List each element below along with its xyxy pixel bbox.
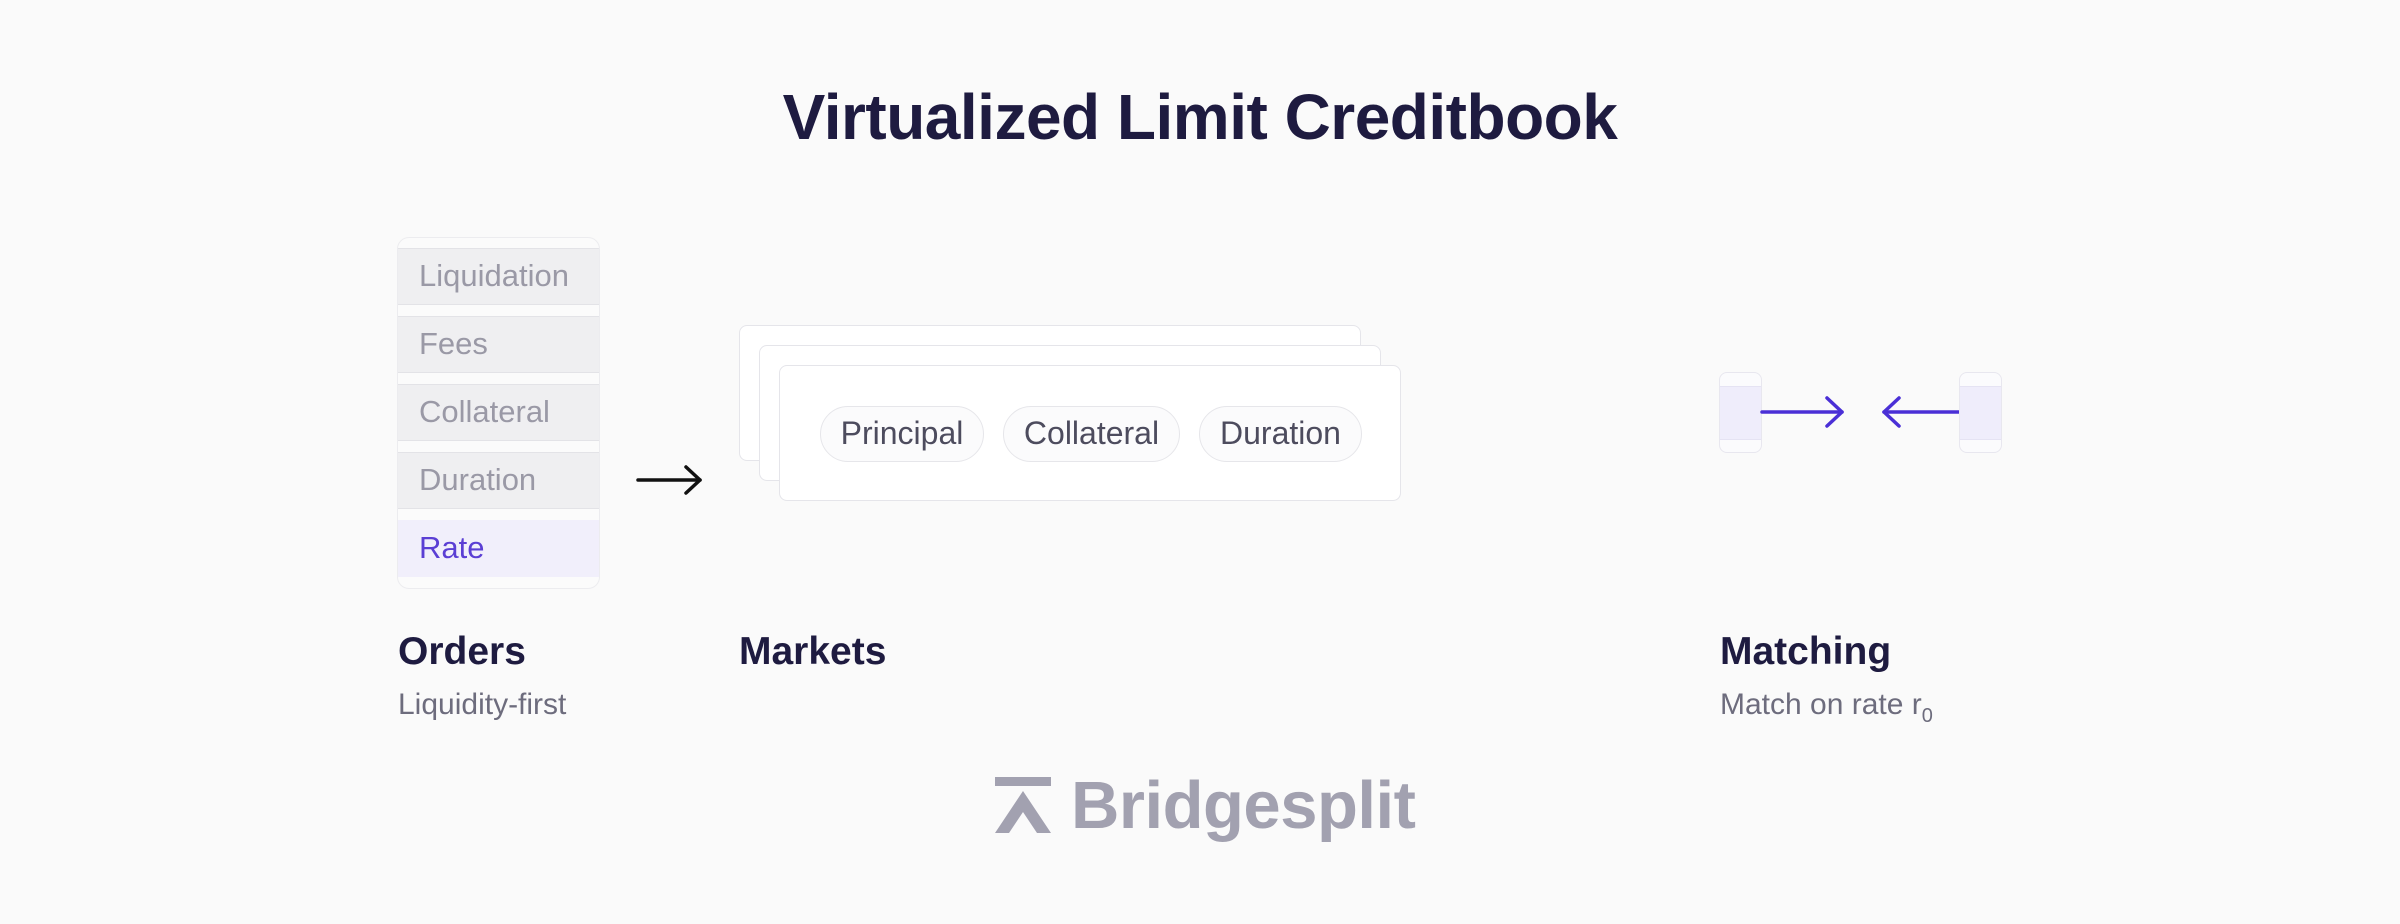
matching-subtitle-text: Match on rate r (1720, 688, 1922, 721)
market-pill-collateral: Collateral (1003, 406, 1180, 462)
diagram-title: Virtualized Limit Creditbook (782, 81, 1618, 153)
matching-subtitle: Match on rate r0 (1720, 688, 1933, 727)
right-arrow-icon (636, 465, 702, 495)
matching-order-right-band (1960, 386, 2001, 440)
matching-order-left-band (1720, 386, 1761, 440)
matching-subtitle-subscript: 0 (1921, 705, 1933, 727)
arrow-left-icon (1882, 396, 1966, 428)
bridgesplit-logo: Bridgesplit (995, 768, 1416, 843)
market-card-front: Principal Collateral Duration (779, 365, 1401, 501)
bridgesplit-logo-text: Bridgesplit (1071, 767, 1416, 843)
markets-label: Markets (739, 630, 887, 673)
market-pill-duration: Duration (1199, 406, 1362, 462)
arrow-right-icon (1760, 396, 1844, 428)
matching-order-left (1719, 372, 1762, 453)
order-field-duration: Duration (398, 452, 599, 509)
orders-stack: Liquidation Fees Collateral Duration Rat… (397, 237, 600, 589)
matching-label: Matching (1720, 630, 1892, 673)
matching-order-right (1959, 372, 2002, 453)
orders-subtitle: Liquidity-first (398, 688, 567, 721)
order-field-collateral: Collateral (398, 384, 599, 441)
bridgesplit-logo-icon (995, 777, 1051, 833)
order-field-liquidation: Liquidation (398, 248, 599, 305)
order-field-fees: Fees (398, 316, 599, 373)
order-field-rate: Rate (398, 520, 599, 577)
orders-label: Orders (398, 630, 526, 673)
market-pill-principal: Principal (820, 406, 984, 462)
